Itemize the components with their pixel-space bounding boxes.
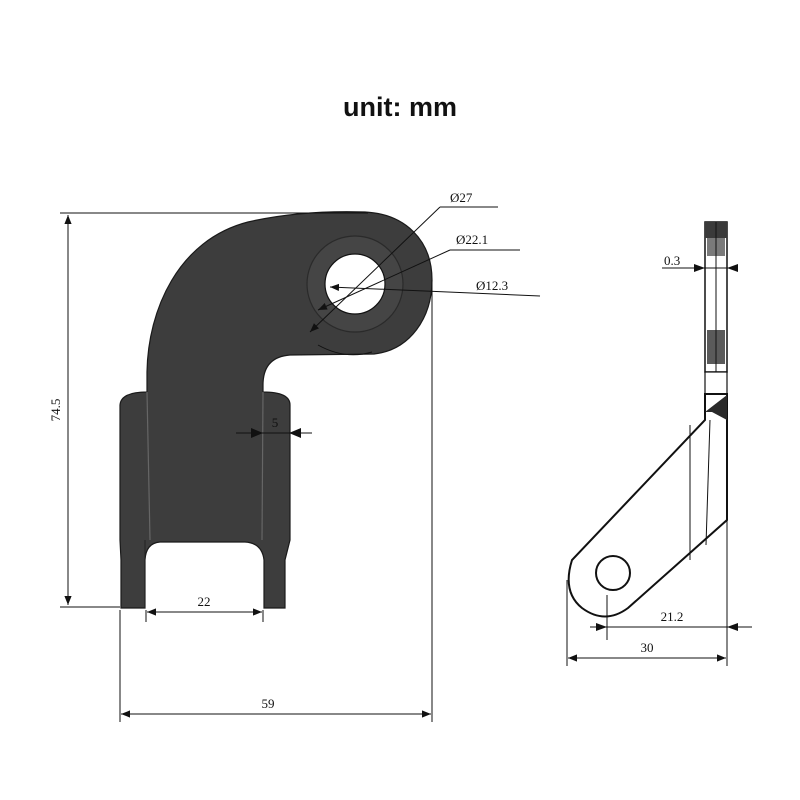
side-width-dim-label: 30 xyxy=(641,640,654,655)
unit-title: unit: mm xyxy=(343,92,457,122)
width-dim-label: 59 xyxy=(262,696,275,711)
dia27-label: Ø27 xyxy=(450,190,473,205)
height-dim-label: 74.5 xyxy=(48,399,63,422)
dia27-leader xyxy=(309,206,441,333)
side-arm xyxy=(567,393,728,618)
dia12-label: Ø12.3 xyxy=(476,278,508,293)
slot-dim-label: 22 xyxy=(198,594,211,609)
dia22-label: Ø22.1 xyxy=(456,232,488,247)
dia12-leader xyxy=(329,283,541,297)
plate-thickness-label: 0.3 xyxy=(664,253,680,268)
dia-arc-callout xyxy=(317,344,373,356)
dia22-leader xyxy=(317,249,451,311)
right-tab-edge xyxy=(261,391,264,541)
thickness-arrow-left xyxy=(251,428,263,438)
offset-dim-label: 21.2 xyxy=(661,609,684,624)
side-view-part xyxy=(567,221,728,618)
front-view-dimensions: 74.5 22 59 5 Ø27 Ø22.1 Ø12.3 xyxy=(48,190,541,722)
side-view-dimensions: 0.3 21.2 30 xyxy=(566,253,752,666)
left-tab-edge xyxy=(146,391,151,541)
front-view-part xyxy=(119,211,433,609)
eye-hole xyxy=(324,253,386,315)
side-hole xyxy=(595,555,631,591)
thickness-dim-label: 5 xyxy=(272,415,279,430)
thickness-arrow-right xyxy=(289,428,301,438)
